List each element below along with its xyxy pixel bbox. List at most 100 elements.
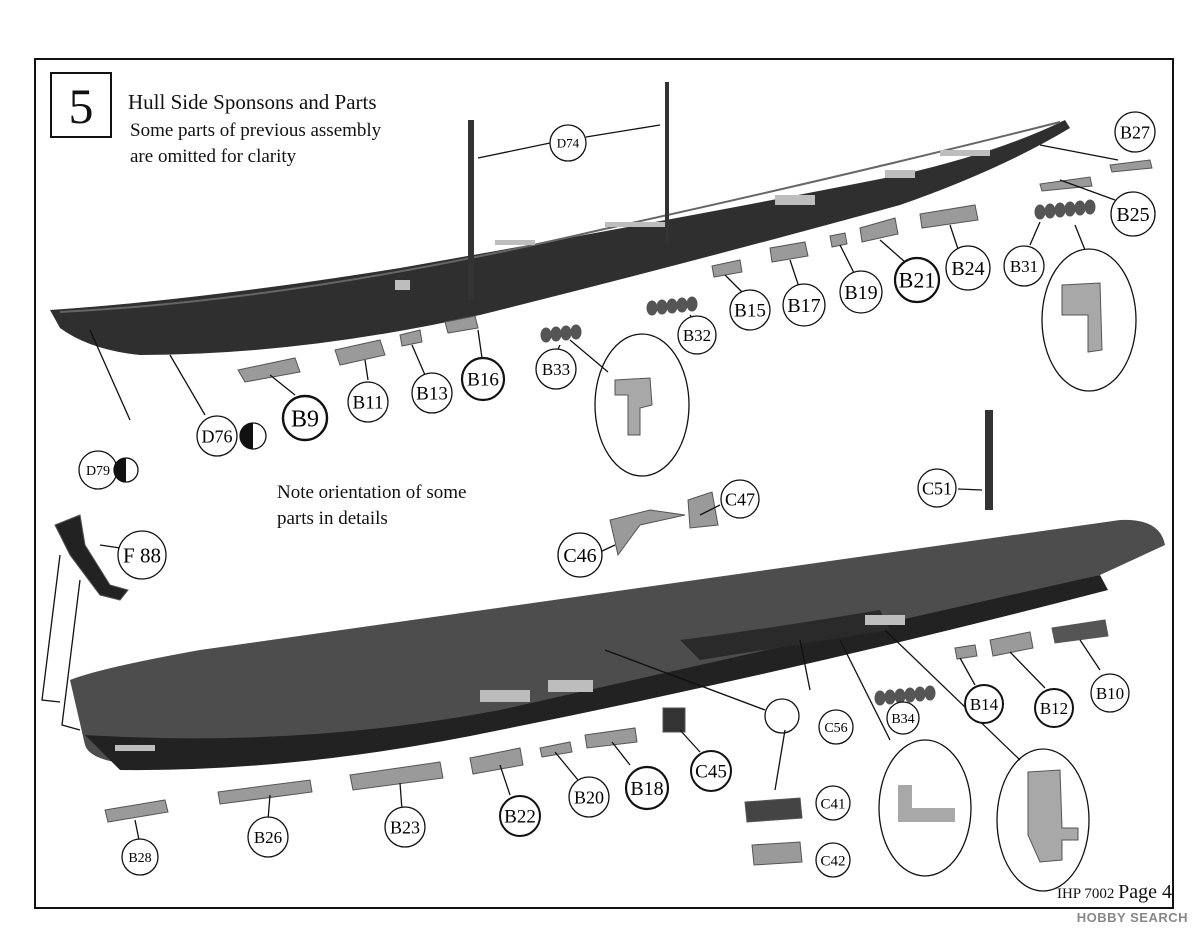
part-label-text: B15 (734, 301, 766, 322)
part-label-text: B33 (542, 360, 570, 379)
step-title: Hull Side Sponsons and Parts (128, 90, 377, 114)
part-label-text: B17 (787, 295, 820, 317)
part-label-text: B28 (128, 851, 151, 866)
part-label-b12: B12 (1034, 688, 1074, 728)
part-label-b14: B14 (964, 684, 1004, 724)
part-label-text: C56 (824, 721, 847, 736)
b34-detail-part (1027, 769, 1079, 863)
part-label-b34: B34 (886, 701, 920, 735)
part-label-text: B31 (1010, 257, 1038, 276)
bottom-parts (54, 491, 1109, 866)
step-subtitle-line1: Some parts of previous assembly (130, 120, 382, 141)
step-subtitle-line2: are omitted for clarity (130, 146, 297, 167)
part-label-circle (1114, 111, 1156, 153)
part-label-text: B10 (1096, 684, 1124, 703)
note-line1: Note orientation of some (277, 482, 467, 503)
part-label-circle (1110, 191, 1156, 237)
part-label-circle (782, 283, 826, 327)
part-label-text: B19 (844, 282, 877, 304)
top-hull (50, 82, 1070, 355)
part-label-text: B16 (467, 370, 499, 391)
part-label-b17: B17 (782, 283, 826, 327)
watermark: HOBBY SEARCH (1076, 910, 1188, 925)
part-label-circle (117, 530, 167, 580)
c56-detail-part (898, 785, 955, 822)
part-label-circle (460, 356, 506, 402)
part-label-text: C42 (820, 853, 845, 869)
part-label-b19: B19 (839, 270, 883, 314)
part-label-c42: C42 (815, 842, 851, 878)
page-footer: IHP 7002 Page 4 (1057, 881, 1172, 904)
part-label-f88: F 88 (117, 530, 167, 580)
part-label-b31: B31 (1003, 245, 1045, 287)
c56-small-circle (764, 698, 800, 734)
part-label-circle (568, 776, 610, 818)
detail-circle-c56 (878, 739, 972, 877)
part-label-text: C47 (725, 489, 755, 509)
part-label-text: B14 (970, 695, 999, 714)
part-label-circle (411, 372, 453, 414)
part-label-text: B24 (951, 258, 984, 280)
part-label-d74: D74 (549, 124, 587, 162)
part-label-b10: B10 (1090, 673, 1130, 713)
part-label-circle (815, 842, 851, 878)
part-label-text: C51 (922, 478, 952, 498)
part-label-circle (729, 289, 771, 331)
part-label-c41: C41 (815, 785, 851, 821)
part-label-text: B11 (353, 393, 384, 414)
part-label-text: B22 (504, 807, 536, 828)
part-label-b9: B9 (281, 394, 329, 442)
detail-circle-b33 (594, 333, 690, 477)
part-label-b26: B26 (247, 816, 289, 858)
part-label-circle (247, 816, 289, 858)
part-label-b11: B11 (347, 381, 389, 423)
part-label-c46: C46 (557, 532, 603, 578)
part-label-b25: B25 (1110, 191, 1156, 237)
part-label-circle (720, 479, 760, 519)
part-label-circle (535, 348, 577, 390)
part-label-text: C45 (695, 762, 727, 783)
paint-fill-icon (240, 423, 253, 449)
part-label-c56: C56 (818, 709, 854, 745)
part-label-c51: C51 (917, 468, 957, 508)
part-label-b22: B22 (499, 795, 541, 837)
part-label-text: B26 (254, 828, 282, 847)
part-label-circle (945, 245, 991, 291)
part-label-text: B32 (683, 326, 711, 345)
part-label-circle (347, 381, 389, 423)
part-label-circle (384, 806, 426, 848)
part-label-b23: B23 (384, 806, 426, 848)
part-label-text: C46 (563, 545, 596, 567)
product-code: IHP 7002 (1056, 886, 1115, 902)
part-label-text: B13 (416, 384, 448, 405)
part-label-circle (281, 394, 329, 442)
part-label-b15: B15 (729, 289, 771, 331)
step-number: 5 (50, 72, 112, 138)
b31-detail-part (1061, 282, 1103, 353)
note-line2: parts in details (277, 508, 388, 529)
part-label-b24: B24 (945, 245, 991, 291)
part-label-circle (196, 415, 238, 457)
paint-fill-icon (114, 458, 126, 482)
part-label-circle (1034, 688, 1074, 728)
part-label-text: F 88 (123, 543, 161, 567)
part-label-circle (1090, 673, 1130, 713)
part-label-text: B27 (1120, 122, 1150, 142)
part-label-circle (818, 709, 854, 745)
bottom-hull (70, 410, 1165, 771)
part-label-circle (121, 838, 159, 876)
part-label-text: B9 (291, 406, 319, 432)
part-label-d79: D79 (78, 450, 139, 490)
part-label-b27: B27 (1114, 111, 1156, 153)
instruction-frame (34, 58, 1174, 909)
part-label-text: B23 (390, 817, 420, 837)
detail-circle-b34 (996, 748, 1090, 892)
part-label-text: B34 (891, 712, 914, 727)
part-label-b20: B20 (568, 776, 610, 818)
bottom-leader-lines (41, 488, 1101, 846)
part-label-circle (815, 785, 851, 821)
top-parts (237, 159, 1153, 383)
part-label-b33: B33 (535, 348, 577, 390)
part-label-b28: B28 (121, 838, 159, 876)
